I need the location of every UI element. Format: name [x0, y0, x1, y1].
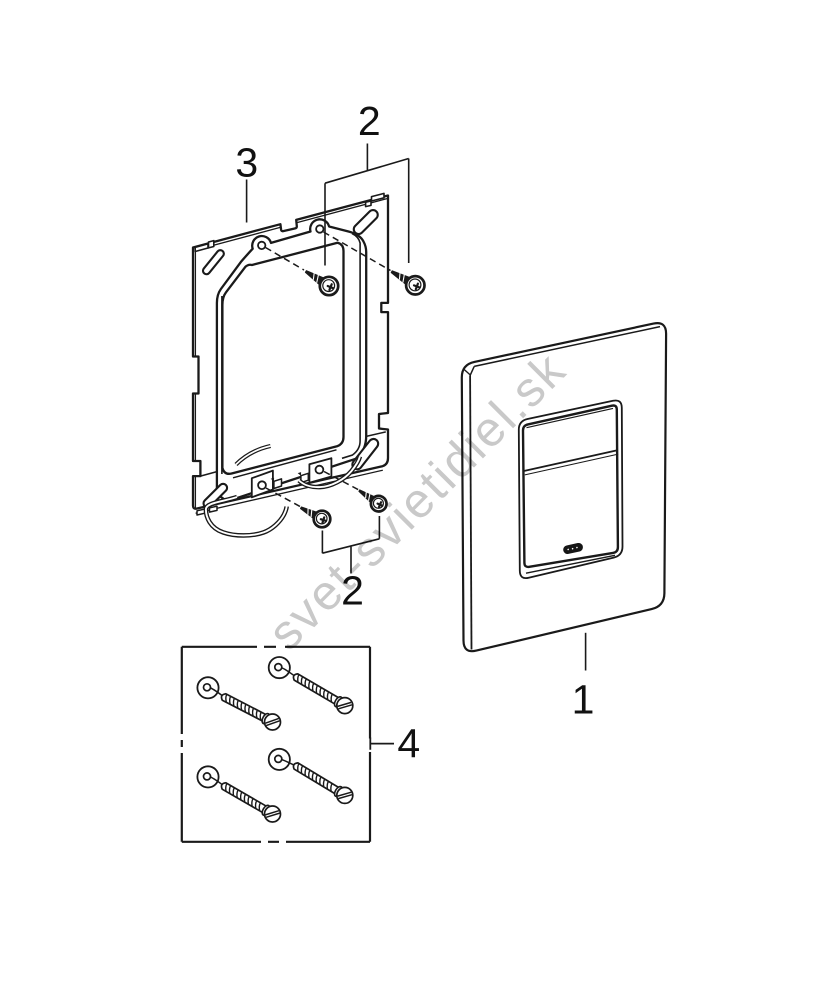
- svg-text:1: 1: [572, 677, 595, 723]
- svg-text:2: 2: [358, 98, 381, 144]
- svg-text:3: 3: [235, 139, 258, 185]
- svg-text:2: 2: [341, 567, 364, 613]
- svg-text:4: 4: [397, 721, 420, 767]
